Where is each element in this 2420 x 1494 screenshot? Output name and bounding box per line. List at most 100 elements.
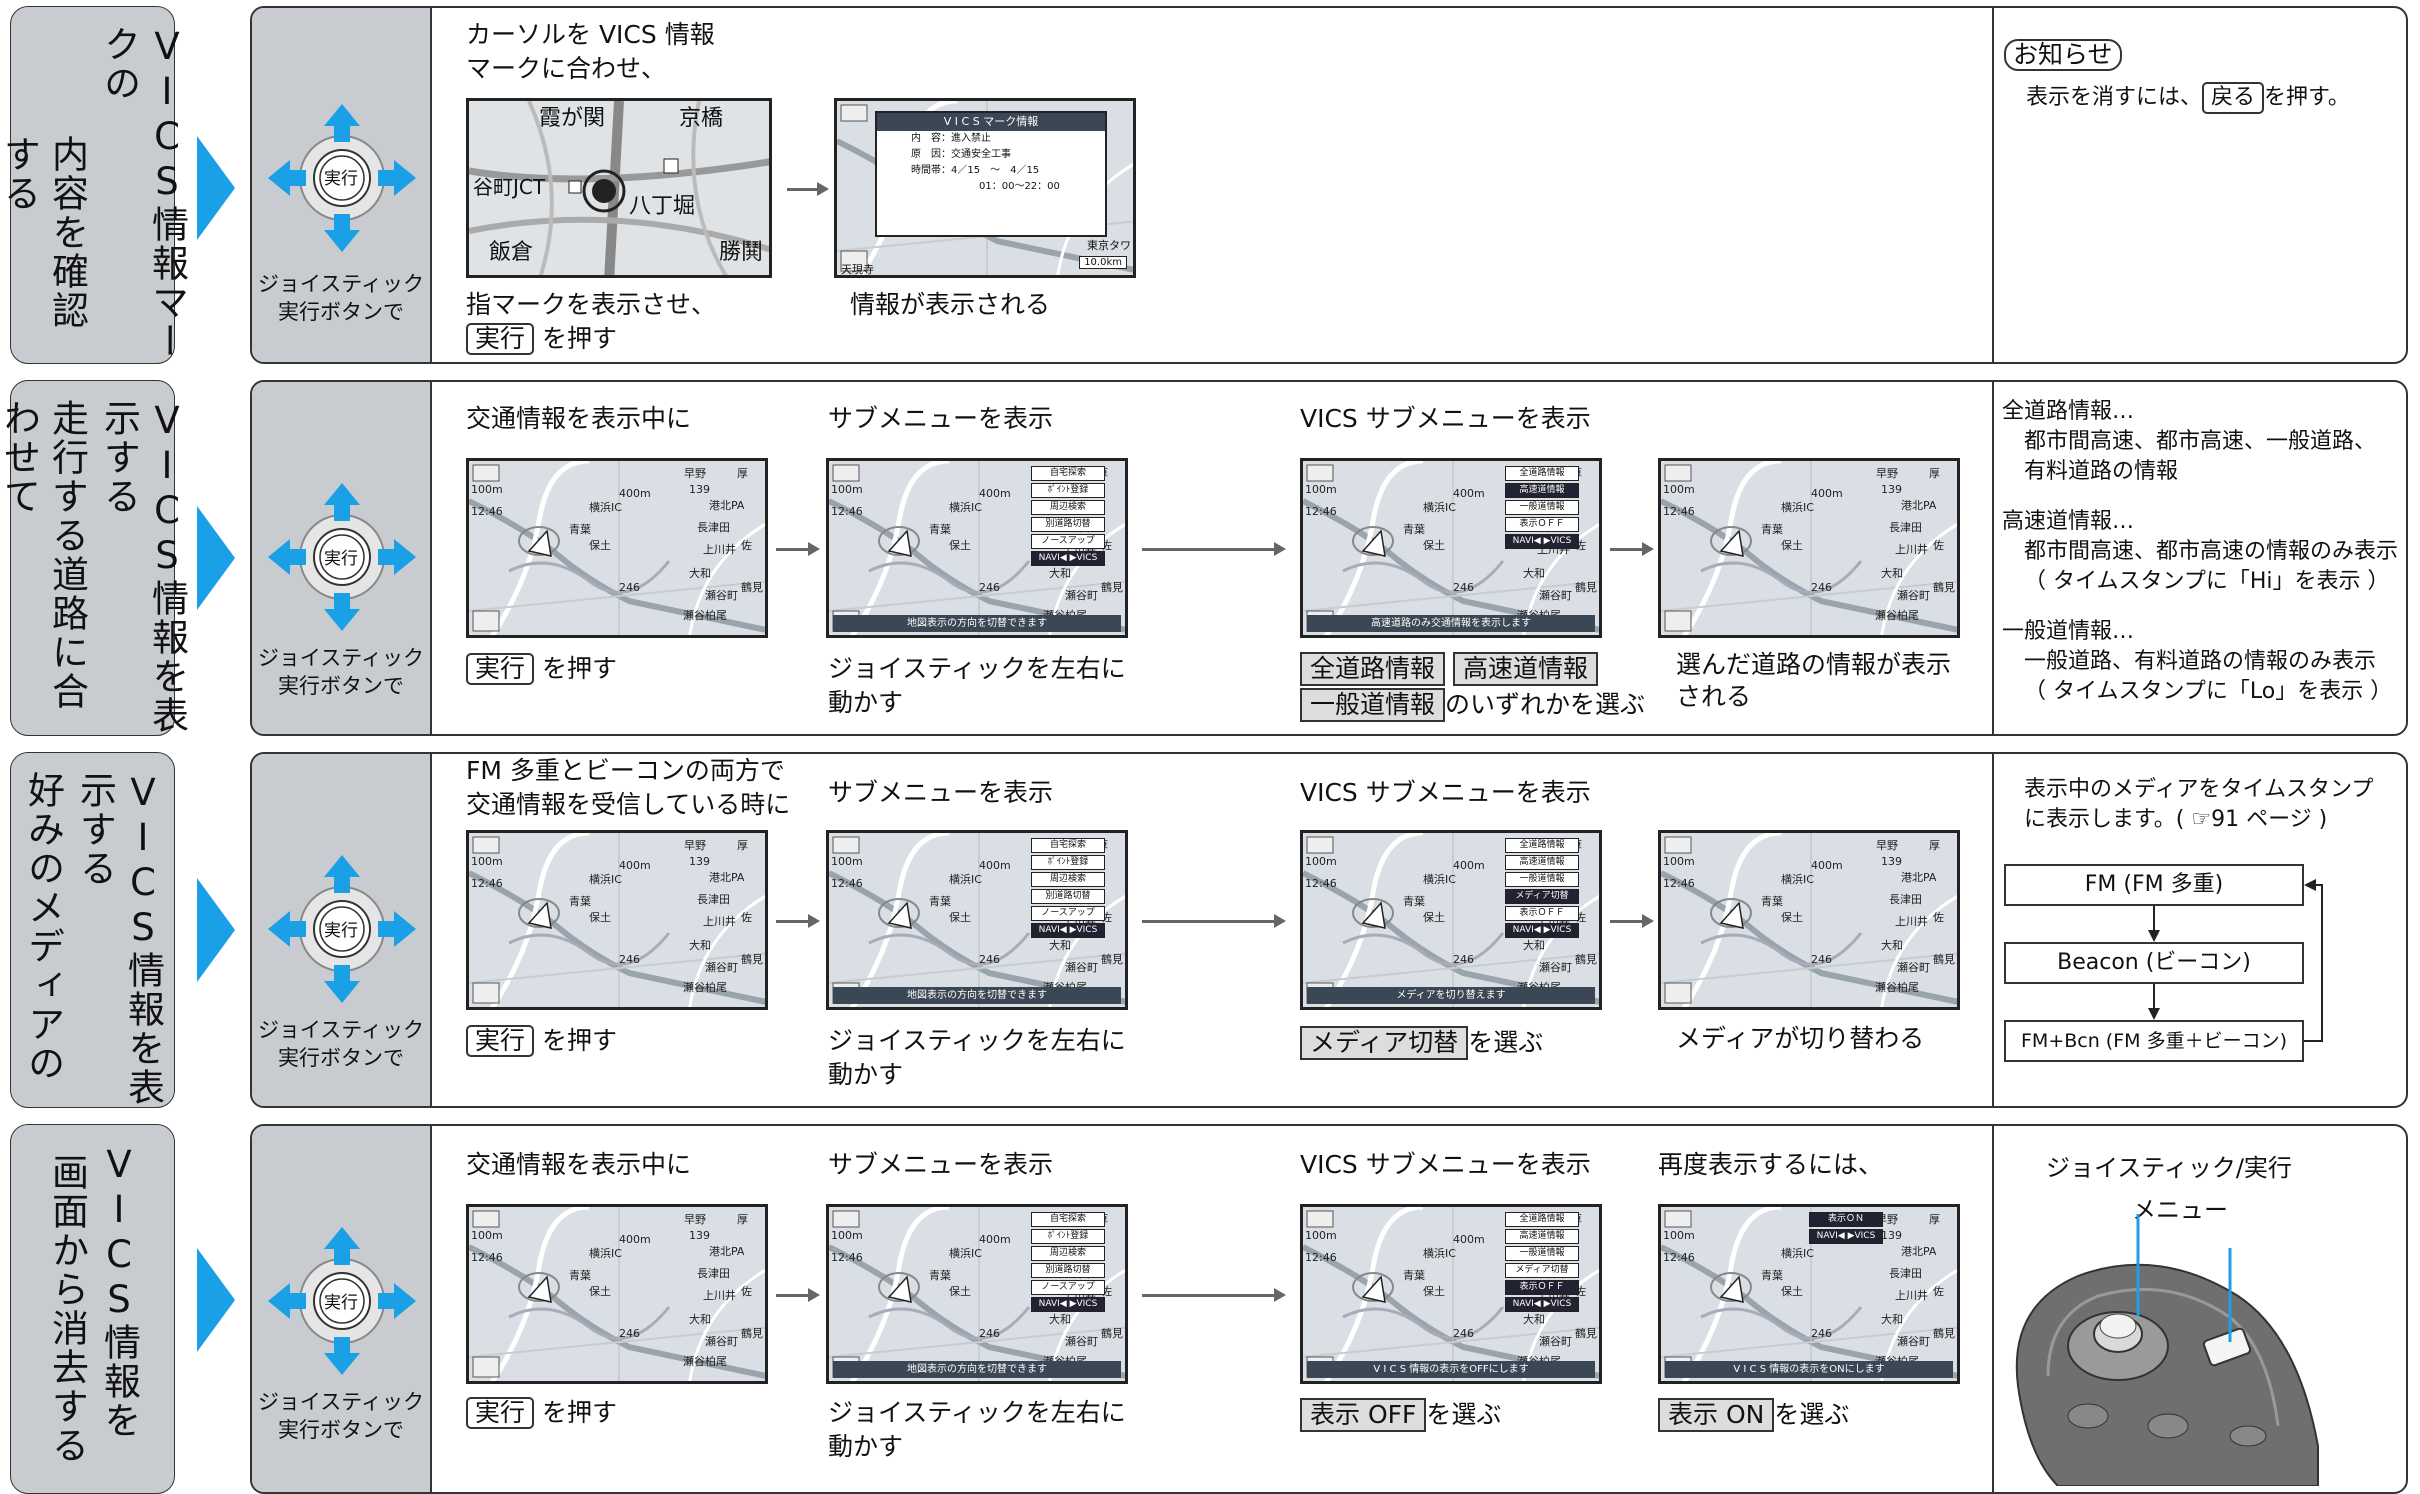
menu-item[interactable]: 全道路情報 [1505,466,1579,481]
menu-item[interactable]: ﾎﾟｲﾝﾄ登録 [1031,1229,1105,1244]
map-label: 保土 [949,1285,971,1298]
map-screen-submenu: 早野厚横浜IC港北PA長津田上川井大和瀬谷町瀬谷柏尾鶴見佐保土青葉100m12:… [826,830,1128,1010]
map-label: 大和 [1049,1313,1071,1326]
menu-item[interactable]: 全道路情報 [1505,1212,1579,1227]
map-label: 139 [1881,1229,1902,1242]
menu-item[interactable]: ノースアップ [1031,534,1105,549]
menu-item[interactable]: ﾎﾟｲﾝﾄ登録 [1031,855,1105,870]
map-label: 大和 [1881,939,1903,952]
menu-item[interactable]: 周辺検索 [1031,872,1105,887]
menu-item[interactable]: NAVI◀ ▶VICS [1505,534,1579,549]
map-label: 100m [831,1229,863,1242]
joystick-label-1: ジョイスティック [257,272,425,296]
tab-title-line2: 走行する道路に合わせて [0,399,89,711]
menu-item[interactable]: 別道路切替 [1031,1263,1105,1278]
map-label: 厚 [737,839,748,852]
menu-item[interactable]: 高速道情報 [1505,855,1579,870]
map-label: 400m [619,487,651,500]
menu-item[interactable]: 自宅探索 [1031,466,1105,481]
popup-line: 内 容：進入禁止 [911,133,991,144]
menu-item[interactable]: ノースアップ [1031,1280,1105,1295]
menu-item[interactable]: ﾎﾟｲﾝﾄ登録 [1031,483,1105,498]
menu-item[interactable]: メディア切替 [1505,889,1579,904]
menu-item[interactable]: メディア切替 [1505,1263,1579,1278]
tab-title-line1: VICS情報を [97,1143,141,1440]
map-label: 鶴見 [1575,953,1597,966]
arrow-icon [197,506,235,610]
menu-item[interactable]: 高速道情報 [1505,1229,1579,1244]
menu-item[interactable]: 一般道情報 [1505,872,1579,887]
map-label: 港北PA [1901,871,1937,884]
sub-menu: 全道路情報高速道情報一般道情報メディア切替表示ＯＦＦ NAVI◀ ▶VICS [1505,838,1579,940]
map-label: 12:46 [1305,877,1337,890]
map-label: 青葉 [569,1269,591,1282]
map-label: 瀬谷町 [1065,1335,1098,1348]
media-flow-arrows [2148,879,2323,1042]
status-bar: 地図表示の方向を切替できます [833,987,1121,1004]
menu-item[interactable]: NAVI◀ ▶VICS [1505,923,1579,938]
menu-item[interactable]: NAVI◀ ▶VICS [1031,923,1105,938]
menu-item[interactable]: 一般道情報 [1505,1246,1579,1261]
map-label: 400m [1811,487,1843,500]
step3-heading: VICS サブメニューを表示 [1300,404,1591,433]
map-label: 横浜IC [949,501,982,514]
menu-item[interactable]: NAVI◀ ▶VICS [1031,1297,1105,1312]
map-label: 瀬谷町 [1897,1335,1930,1348]
map-label: 横浜IC [1423,501,1456,514]
menu-item[interactable]: 表示ＯＦＦ [1505,517,1579,532]
menu-item[interactable]: ノースアップ [1031,906,1105,921]
map-label: 鶴見 [1575,1327,1597,1340]
menu-item[interactable]: 全道路情報 [1505,838,1579,853]
map-label: 12:46 [471,877,503,890]
menu-item[interactable]: 一般道情報 [1505,500,1579,515]
map-label: 鶴見 [1101,581,1123,594]
menu-item[interactable]: NAVI◀ ▶VICS [1505,1297,1579,1312]
step2-caption: 情報が表示される [850,290,1051,319]
step3-heading: VICS サブメニューを表示 [1300,1150,1591,1179]
joystick-cell: 実行 ジョイスティック 実行ボタンで [252,754,432,1106]
map-label: 横浜IC [589,873,622,886]
map-label: 保土 [589,911,611,924]
step1-caption: 実行 を押す [466,1396,617,1430]
menu-item[interactable]: 表示ＯＮ [1809,1212,1883,1227]
step3-caption-2: 一般道情報のいずれかを選ぶ [1300,688,1645,722]
menu-item[interactable]: 表示ＯＦＦ [1505,906,1579,921]
media-flow-beacon: Beacon (ビーコン) [2004,942,2304,984]
note-line: （ タイムスタンプに「Hi」を表示 ） [2024,569,2390,594]
menu-item[interactable]: 高速道情報 [1505,483,1579,498]
map-label: 400m [1811,859,1843,872]
map-label: 246 [979,953,1000,966]
map-label: 長津田 [1889,521,1922,534]
menu-item[interactable]: 周辺検索 [1031,500,1105,515]
map-label: 鶴見 [741,581,763,594]
menu-item[interactable]: 自宅探索 [1031,838,1105,853]
map-label: 400m [619,1233,651,1246]
display-on-key: 表示 ON [1658,1398,1775,1432]
flow-arrow [1610,914,1654,928]
map-label: 大和 [689,1313,711,1326]
map-label: 大和 [1523,1313,1545,1326]
menu-item[interactable]: NAVI◀ ▶VICS [1809,1229,1883,1244]
divider [1992,382,1994,734]
map-label: 12:46 [1663,505,1695,518]
menu-item[interactable]: 表示ＯＦＦ [1505,1280,1579,1295]
map-label: 大和 [689,939,711,952]
map-label: 12:46 [831,1251,863,1264]
menu-item[interactable]: 別道路切替 [1031,889,1105,904]
map-label: 139 [689,1229,710,1242]
note-line: 高速道情報… [2002,509,2135,534]
step4-heading: 再度表示するには、 [1658,1150,1884,1179]
map-label: 保土 [589,539,611,552]
menu-item[interactable]: 自宅探索 [1031,1212,1105,1227]
map-label: 大和 [1881,567,1903,580]
map-label: 瀬谷柏尾 [683,981,727,994]
menu-item[interactable]: 別道路切替 [1031,517,1105,532]
divider [1992,1126,1994,1492]
menu-item[interactable]: 周辺検索 [1031,1246,1105,1261]
menu-item[interactable]: NAVI◀ ▶VICS [1031,551,1105,566]
map-label: 青葉 [1403,895,1425,908]
remote-control-icon [2015,1214,2319,1486]
map-label: 厚 [1929,1213,1940,1226]
